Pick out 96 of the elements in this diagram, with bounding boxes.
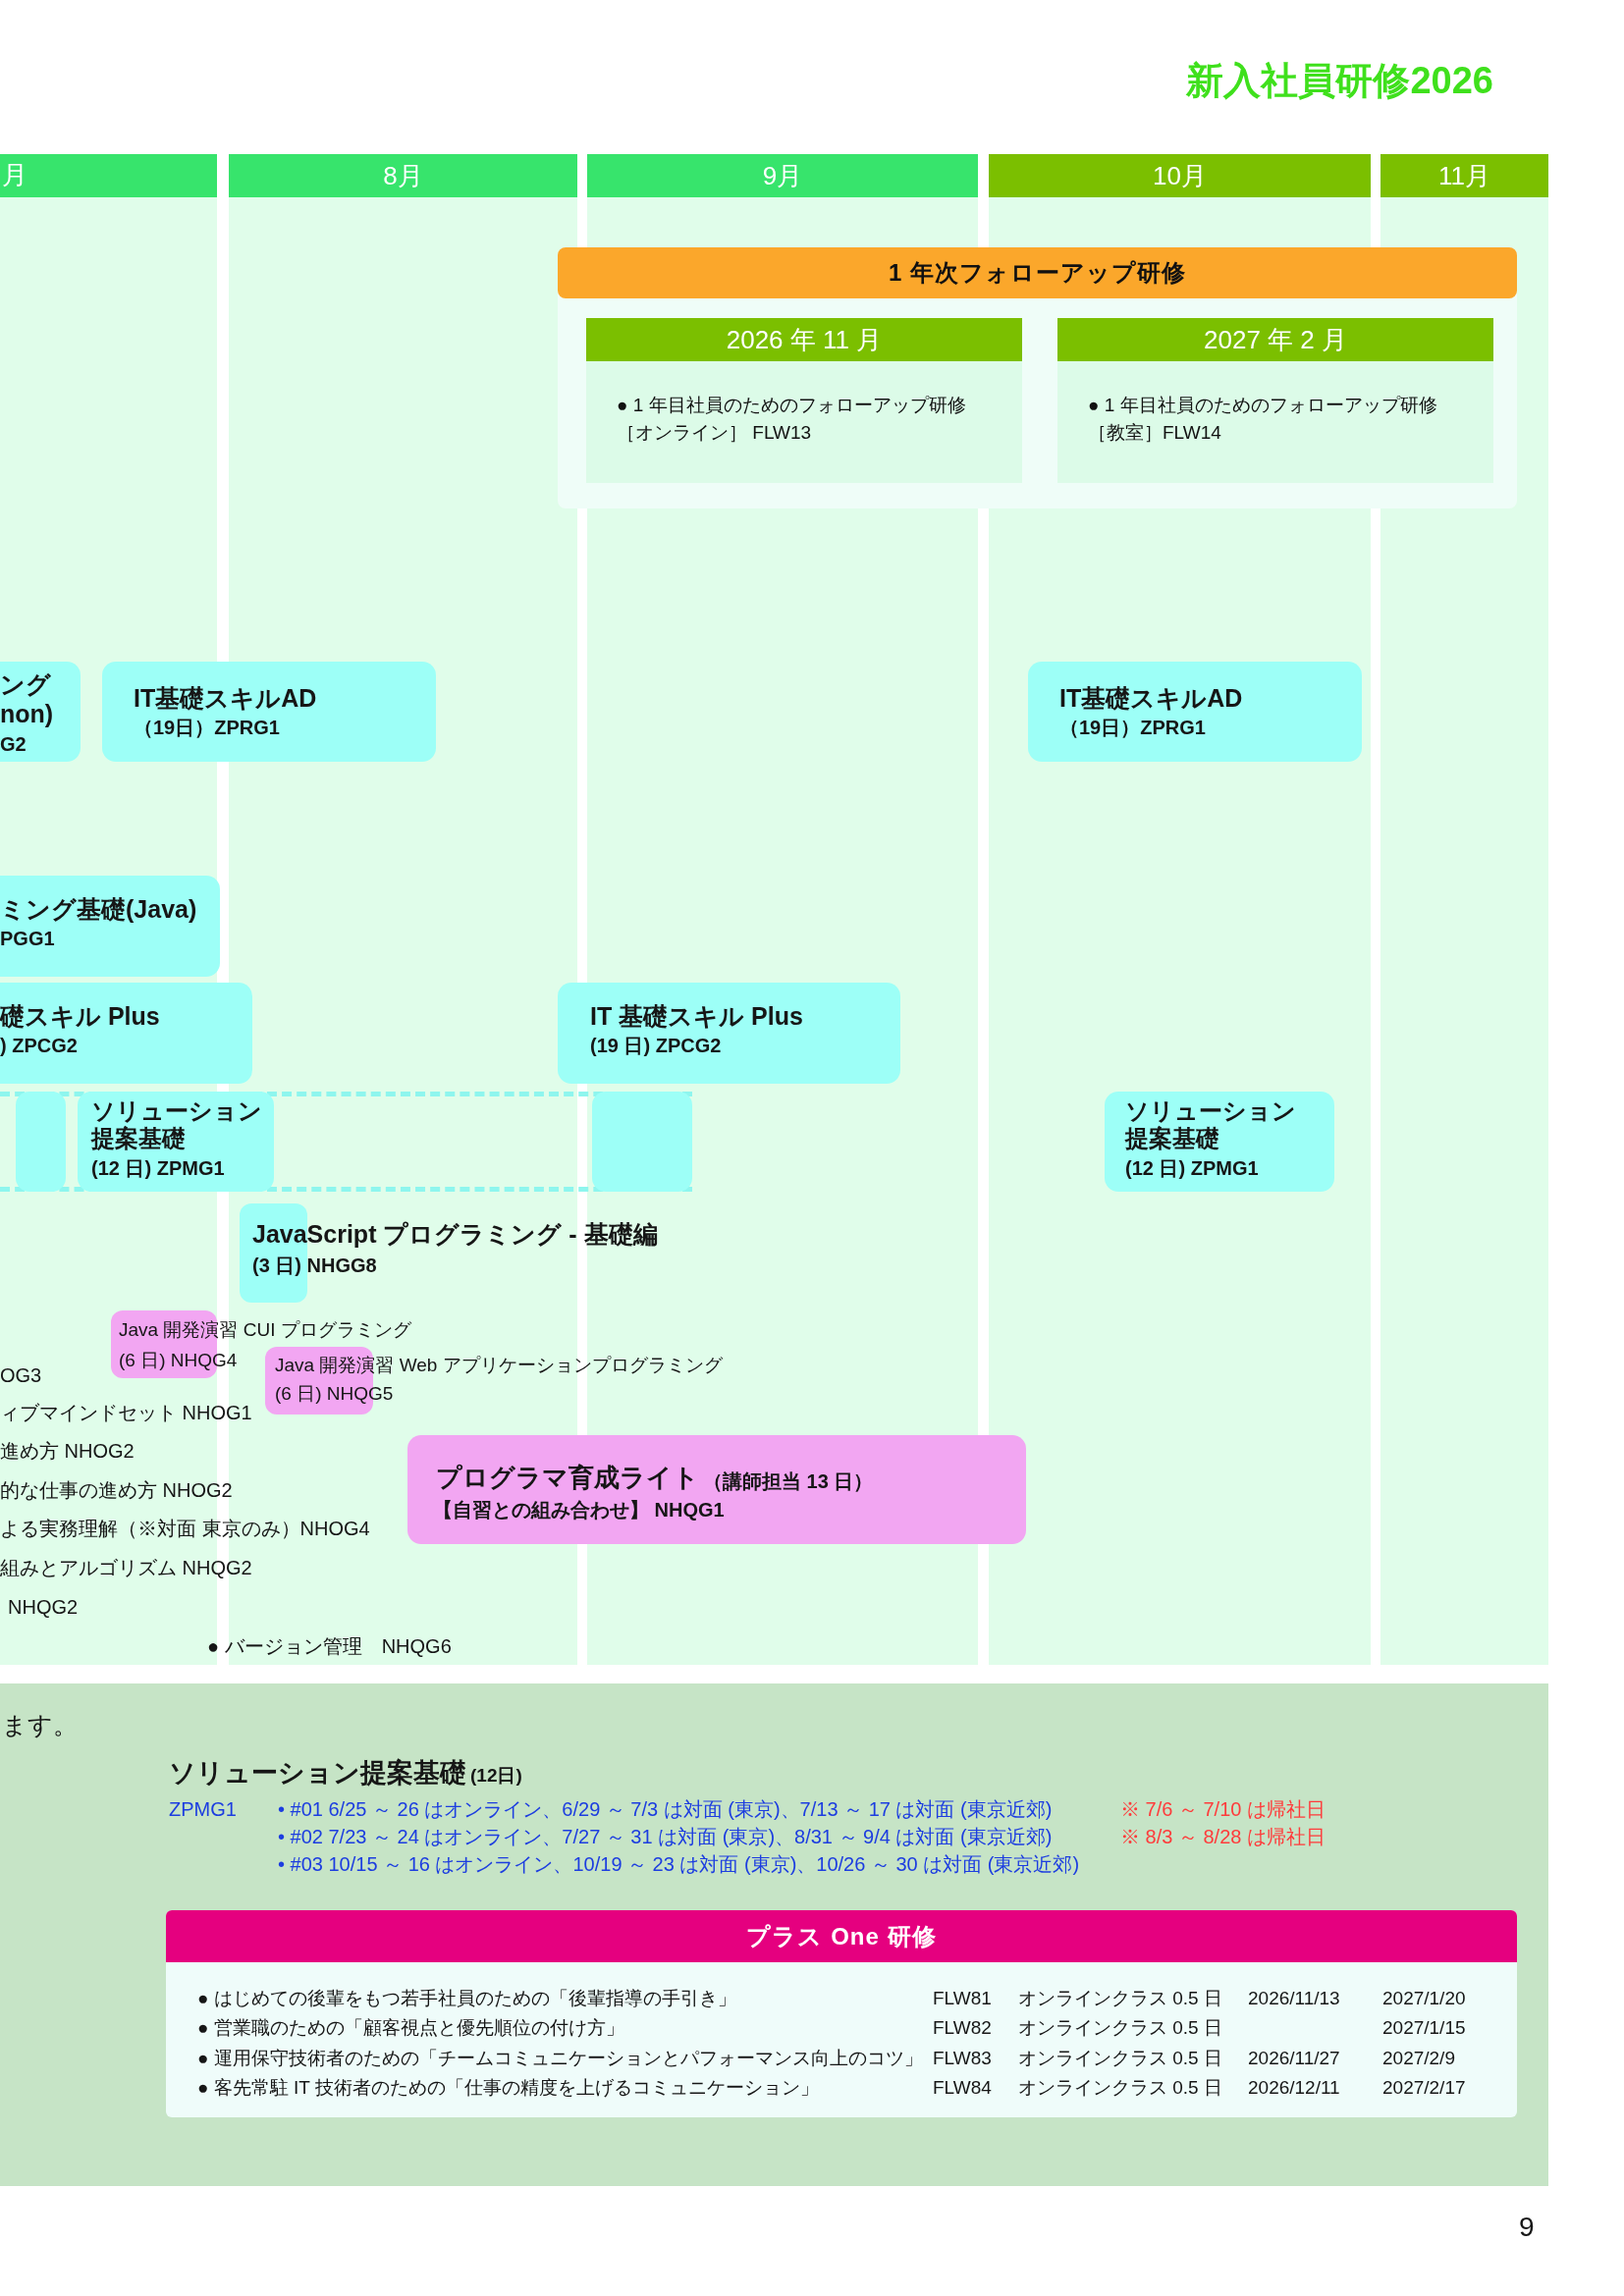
course-name: ● はじめての後輩をもつ若手社員のための「後輩指導の手引き」	[197, 1987, 736, 2010]
class-date: 2026/12/11	[1248, 2076, 1340, 2100]
course-code: G2	[0, 732, 27, 756]
course-code: （19日）ZPRG1	[1059, 716, 1206, 739]
course-box	[558, 983, 900, 1084]
course-period-box	[16, 1092, 66, 1192]
course-duration: (12日)	[470, 1764, 522, 1788]
course-code: 【自習との組み合わせ】 NHQG1	[433, 1498, 725, 1522]
return-day-note: ※ 7/6 ～ 7/10 は帰社日	[1120, 1797, 1326, 1821]
month-label: 11月	[1438, 160, 1490, 191]
course-item: ィブマインドセット NHOG1	[0, 1401, 252, 1424]
course-item: NHQG2	[8, 1595, 79, 1619]
course-code: （19日）ZPRG1	[134, 716, 280, 739]
section-title: 1 年次フォローアップ研修	[889, 258, 1186, 288]
course-name: ● 運用保守技術者のための「チームコミュニケーションとパフォーマンス向上のコツ」	[197, 2047, 923, 2070]
course-title: 礎スキル Plus	[0, 1001, 160, 1031]
class-format: オンラインクラス 0.5 日	[1018, 2047, 1222, 2070]
course-code: (19 日) ZPCG2	[590, 1034, 722, 1057]
course-box	[0, 662, 81, 762]
course-item: ● バージョン管理 NHQG6	[207, 1634, 452, 1658]
class-date: 2027/2/17	[1382, 2076, 1466, 2100]
course-title: プログラマ育成ライト	[436, 1462, 699, 1493]
course-title: ミング基礎(Java)	[0, 894, 197, 924]
course-code: ZPMG1	[169, 1797, 237, 1821]
month-label: 月	[2, 160, 27, 190]
course-title: IT基礎スキルAD	[1059, 683, 1243, 713]
schedule-line: • #01 6/25 ～ 26 はオンライン、6/29 ～ 7/3 は対面 (東京)、7/13 ～ 17 は対面 (東京近郊)	[278, 1797, 1053, 1821]
training-panel	[558, 247, 1517, 508]
course-title: Java 開発演習 Web アプリケーションプログラミング	[275, 1354, 723, 1377]
page-title: 新入社員研修2026	[1186, 59, 1493, 103]
class-date: 2027/1/20	[1382, 1987, 1466, 2010]
course-code: PGG1	[0, 927, 55, 950]
course-code: (6 日) NHQG5	[275, 1382, 394, 1406]
month-label: 9月	[762, 160, 803, 191]
course-item: ● 1 年目社員のためのフォローアップ研修［教室］FLW14	[1088, 394, 1438, 445]
class-format: オンラインクラス 0.5 日	[1018, 2076, 1222, 2100]
schedule-line: • #03 10/15 ～ 16 はオンライン、10/19 ～ 23 は対面 (東京)、10/26 ～ 30 は対面 (東京近郊)	[278, 1852, 1080, 1876]
class-date: 2026/11/13	[1248, 1987, 1340, 2010]
course-box	[78, 1092, 274, 1192]
course-name: ● 営業職のための「顧客視点と優先順位の付け方」	[197, 2016, 624, 2040]
info-panel	[0, 1683, 1548, 2186]
page-number: 9	[1519, 2211, 1535, 2244]
course-item: よる実務理解（※対面 東京のみ）NHOG4	[0, 1517, 370, 1540]
course-code: ) ZPCG2	[0, 1034, 78, 1057]
course-box	[102, 662, 436, 762]
course-code: (12 日) ZPMG1	[91, 1156, 225, 1180]
date-heading: 2026 年 11 月	[726, 324, 883, 355]
month-header-bar	[229, 154, 577, 197]
course-title: ソリューション提案基礎	[91, 1097, 263, 1152]
section-title: プラス One 研修	[746, 1922, 937, 1950]
month-header-bar	[1380, 154, 1548, 197]
course-item: 進め方 NHOG2	[0, 1439, 135, 1463]
course-item: OG3	[0, 1363, 42, 1387]
class-format: オンラインクラス 0.5 日	[1018, 1987, 1222, 2010]
course-title: ングnon)	[0, 669, 55, 728]
return-day-note: ※ 8/3 ～ 8/28 は帰社日	[1120, 1825, 1326, 1848]
course-code: FLW83	[933, 2047, 992, 2070]
course-title: IT 基礎スキル Plus	[590, 1001, 803, 1031]
course-box	[0, 983, 252, 1084]
course-title: ソリューション提案基礎	[1125, 1097, 1297, 1152]
course-code: FLW84	[933, 2076, 992, 2100]
month-label: 8月	[383, 160, 423, 191]
course-item: ● 1 年目社員のためのフォローアップ研修［オンライン］ FLW13	[617, 394, 967, 445]
note-text: ます。	[2, 1710, 78, 1739]
course-title: IT基礎スキルAD	[134, 683, 317, 713]
month-label: 10月	[1153, 160, 1207, 191]
course-box	[1105, 1092, 1334, 1192]
course-code: FLW82	[933, 2016, 992, 2040]
course-title: Java 開発演習 CUI プログラミング	[119, 1318, 411, 1342]
class-date: 2027/2/9	[1382, 2047, 1455, 2070]
class-format: オンラインクラス 0.5 日	[1018, 2016, 1222, 2040]
schedule-card	[586, 318, 1022, 483]
course-item: 的な仕事の進め方 NHOG2	[0, 1478, 233, 1502]
course-item: 組みとアルゴリズム NHQG2	[0, 1556, 252, 1579]
month-header-bar	[989, 154, 1371, 197]
course-box	[0, 876, 220, 977]
course-box	[1028, 662, 1362, 762]
date-heading: 2027 年 2 月	[1204, 324, 1347, 355]
course-name: ● 客先常駐 IT 技術者のための「仕事の精度を上げるコミュニケーション」	[197, 2076, 819, 2100]
course-duration: （講師担当 13 日）	[703, 1469, 874, 1493]
course-code: FLW81	[933, 1987, 992, 2010]
class-date: 2027/1/15	[1382, 2016, 1466, 2040]
course-period-box	[592, 1092, 692, 1192]
month-header-bar	[587, 154, 978, 197]
schedule-line: • #02 7/23 ～ 24 はオンライン、7/27 ～ 31 は対面 (東京)、8/31 ～ 9/4 は対面 (東京近郊)	[278, 1825, 1053, 1848]
training-list-card	[166, 1910, 1517, 2117]
dashed-period-band	[0, 1092, 692, 1192]
month-header-bar	[0, 154, 217, 197]
course-box	[407, 1435, 1026, 1544]
course-code: (6 日) NHQG4	[119, 1349, 238, 1372]
course-code: (12 日) ZPMG1	[1125, 1156, 1259, 1180]
schedule-card	[1057, 318, 1493, 483]
course-title: JavaScript プログラミング - 基礎編	[252, 1219, 658, 1249]
class-date: 2026/11/27	[1248, 2047, 1340, 2070]
course-code: (3 日) NHGG8	[252, 1254, 377, 1277]
section-heading: ソリューション提案基礎	[169, 1757, 466, 1789]
